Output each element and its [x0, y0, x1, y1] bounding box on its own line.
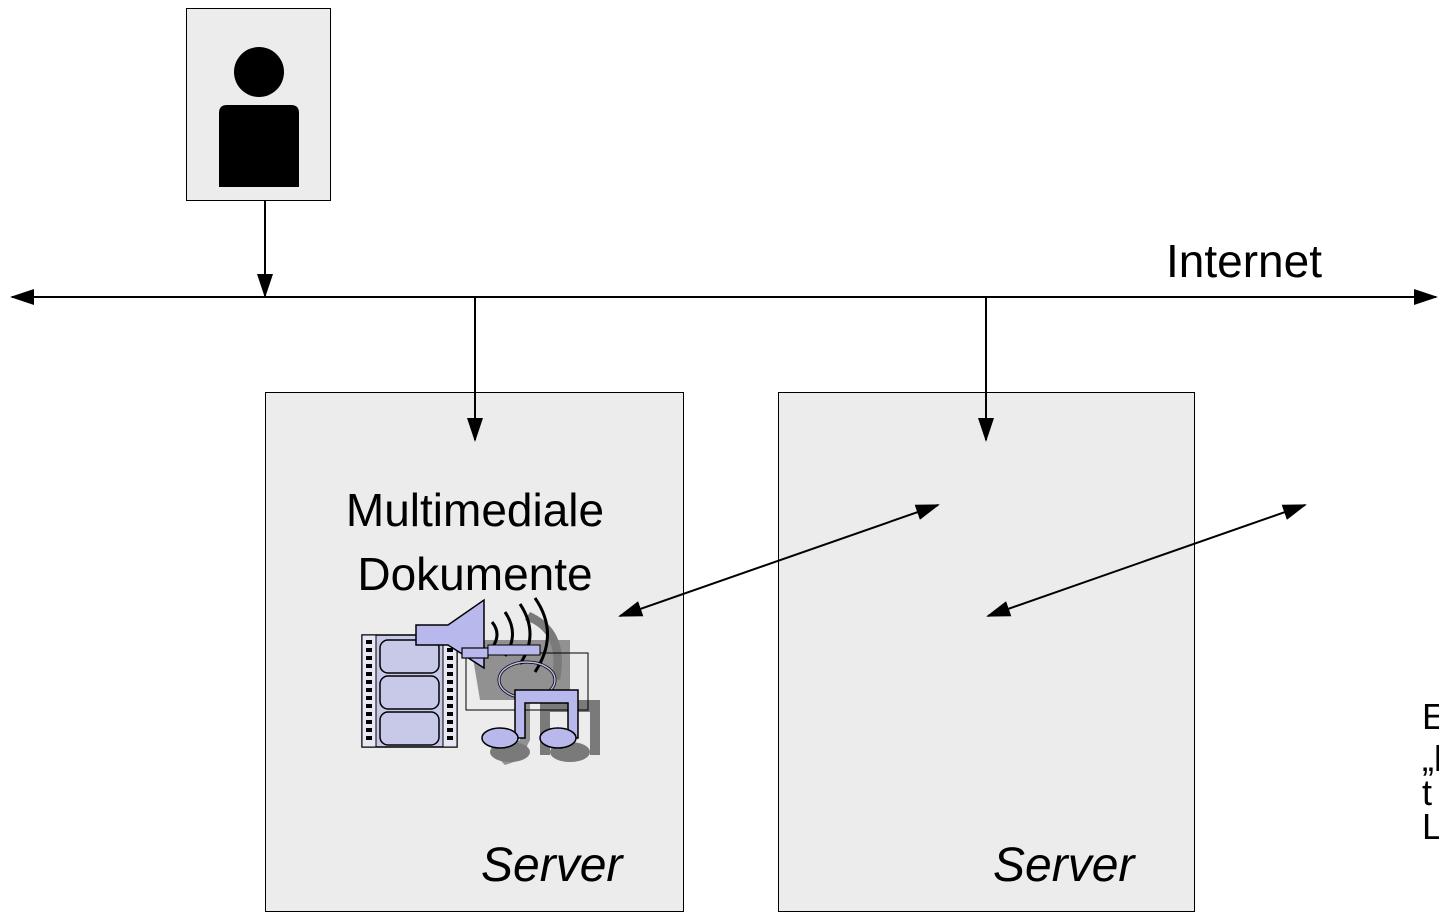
user-icon [219, 47, 299, 187]
server-box-2 [778, 392, 1195, 912]
server-2-caption: Server [993, 839, 1135, 892]
truncated-text-line-3: t [1422, 772, 1433, 813]
multimedia-documents-label: Multimediale Dokumente [266, 478, 684, 606]
hyperlink-arrow-2 [986, 504, 1307, 617]
truncated-text-line-4: L [1422, 806, 1439, 847]
user-box [186, 8, 331, 201]
multimedia-icon [361, 597, 600, 765]
docs-label-line-1: Multimediale [345, 484, 605, 536]
internet-label: Internet [1166, 235, 1322, 287]
truncated-side-text: E „l t L [1422, 696, 1439, 847]
truncated-text-line-1: E [1422, 696, 1439, 737]
server-1-caption: Server [481, 839, 623, 892]
docs-label-line-2: Dokumente [357, 548, 593, 600]
hyperlink-arrow-1 [618, 504, 940, 617]
truncated-text-line-2: „l [1422, 738, 1439, 779]
